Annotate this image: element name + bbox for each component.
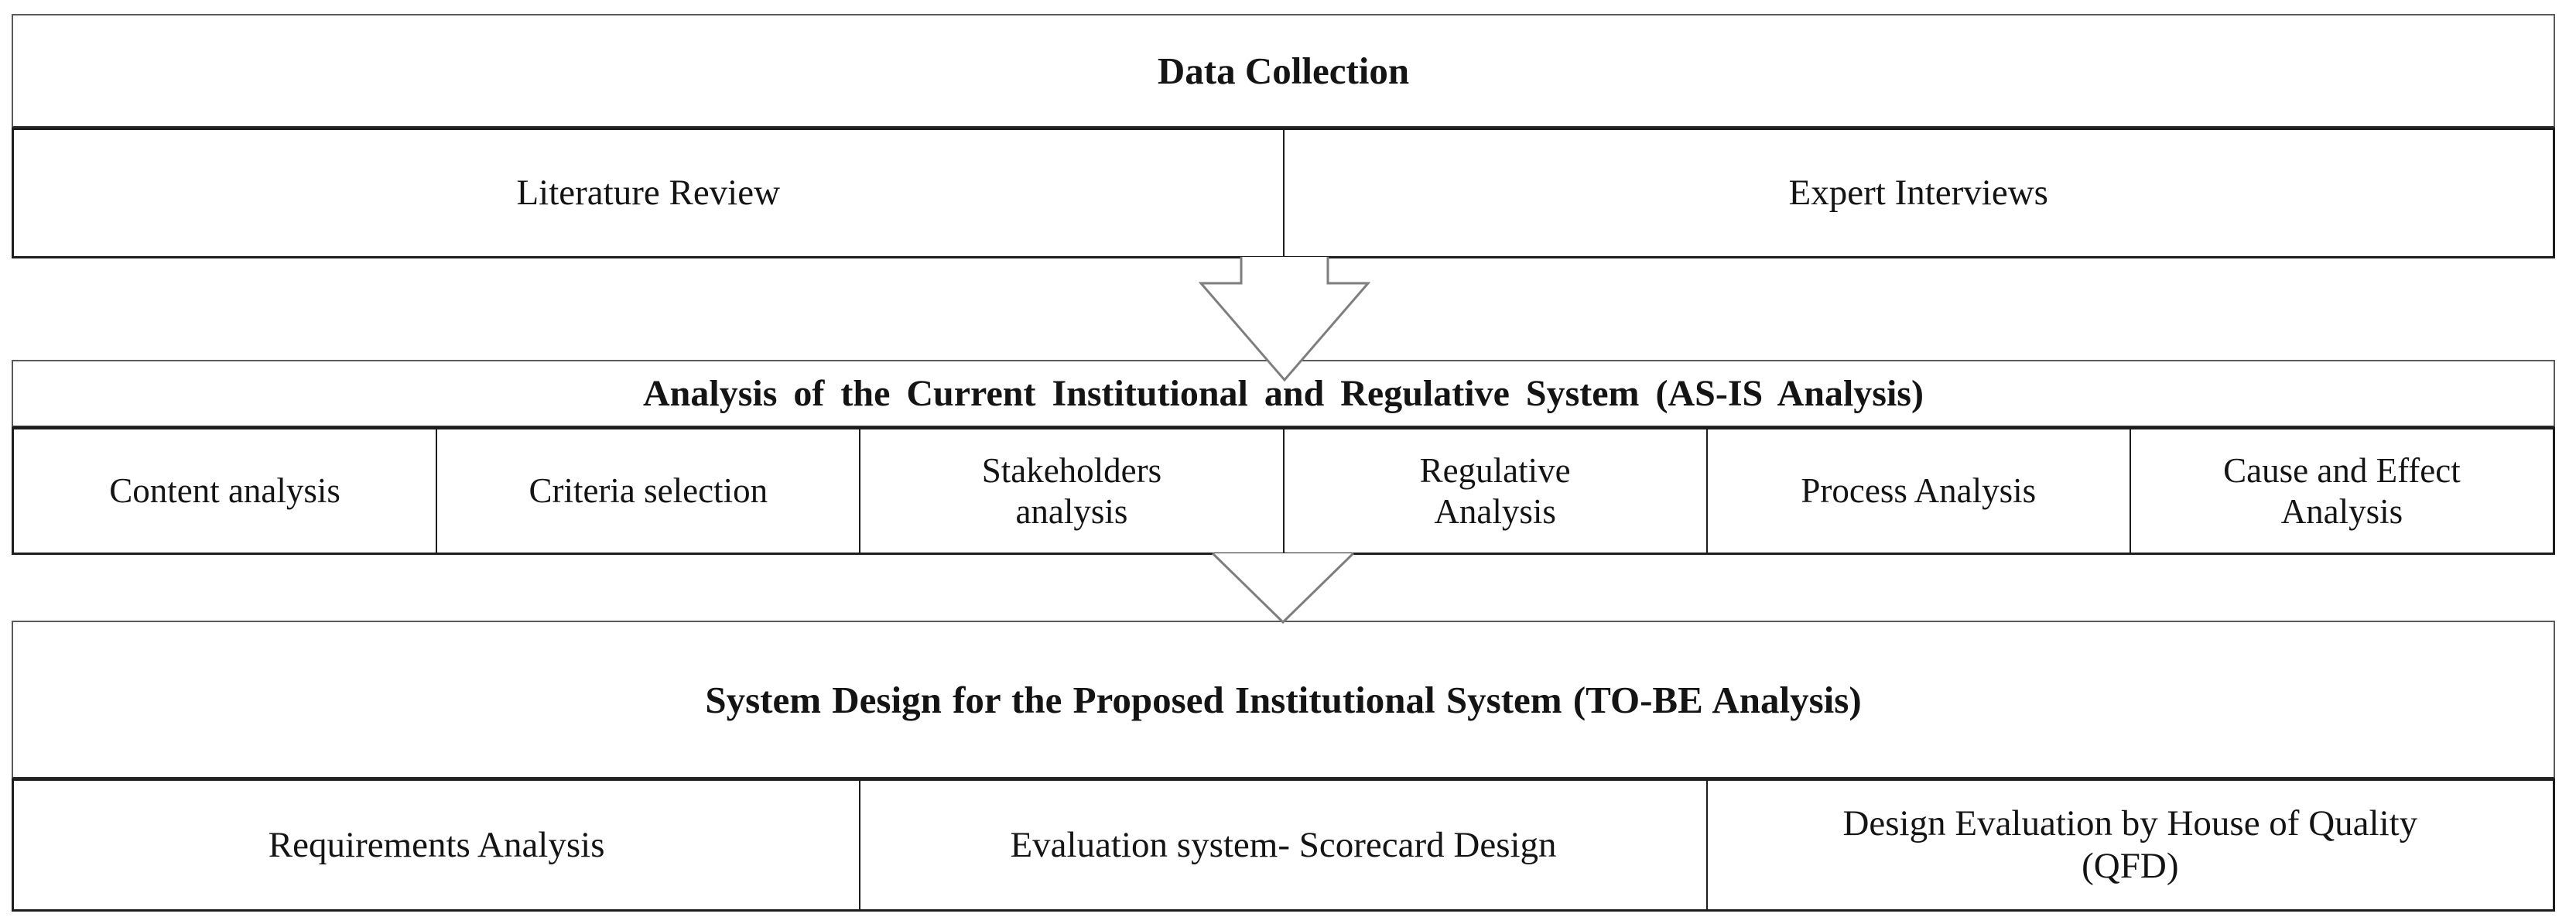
as-is-analysis-section: Analysis of the Current Institutional an… (12, 360, 2555, 555)
cell-evaluation-system-scorecard-design: Evaluation system- Scorecard Design (859, 781, 1705, 909)
cell-stakeholders-analysis: Stakeholders analysis (859, 429, 1282, 553)
data-collection-section: Data Collection Literature Review Expert… (12, 14, 2555, 258)
as-is-analysis-cells: Content analysis Criteria selection Stak… (12, 427, 2555, 555)
data-collection-cells: Literature Review Expert Interviews (12, 128, 2555, 258)
cell-content-analysis: Content analysis (109, 471, 340, 511)
down-triangle-arrow-icon (1211, 553, 1355, 624)
cell-design-evaluation-house-of-quality: Design Evaluation by House of Quality (Q… (1705, 781, 2553, 909)
cell-regulative-analysis: Regulative Analysis (1282, 429, 1706, 553)
cell-expert-interviews: Expert Interviews (1282, 130, 2554, 256)
cell-process-analysis: Process Analysis (1705, 429, 2130, 553)
cell-criteria-selection: Criteria selection (436, 429, 859, 553)
cell-cause-and-effect-analysis: Cause and Effect Analysis (2129, 429, 2553, 553)
cell-requirements-analysis: Requirements Analysis (268, 824, 605, 865)
data-collection-title: Data Collection (12, 14, 2555, 128)
cell-literature-review: Literature Review (516, 173, 781, 214)
down-block-arrow-icon (1199, 257, 1370, 382)
to-be-design-section: System Design for the Proposed Instituti… (12, 621, 2555, 912)
to-be-design-cells: Requirements Analysis Evaluation system-… (12, 778, 2555, 912)
to-be-design-title: System Design for the Proposed Instituti… (12, 621, 2555, 778)
